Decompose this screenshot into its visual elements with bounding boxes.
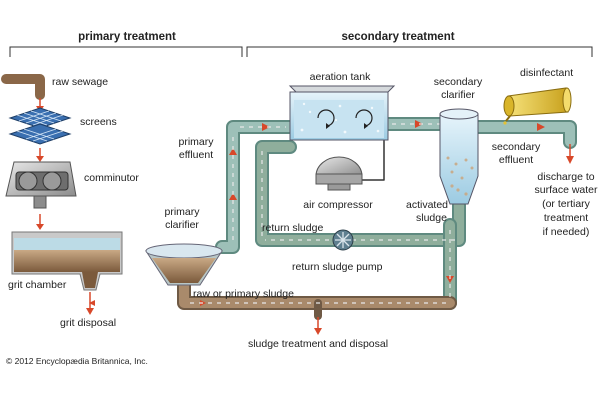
primary-treatment-header: primary treatment (78, 31, 176, 43)
disinfectant-label: disinfectant (520, 67, 573, 79)
discharge-label-line2: surface water (534, 184, 598, 196)
secondary-clarifier-label-line2: clarifier (441, 89, 475, 101)
sludge-treatment-label: sludge treatment and disposal (248, 338, 388, 350)
secondary-clarifier-label-line1: secondary (434, 76, 483, 88)
grit-disposal-label: grit disposal (60, 317, 116, 329)
activated-sludge-label-line2: sludge (416, 212, 447, 224)
air-compressor-unit (315, 156, 363, 191)
discharge-label-line5: if needed) (543, 226, 590, 238)
discharge-label-line1: discharge to (537, 171, 594, 183)
raw-primary-sludge-label: raw or primary sludge (193, 288, 294, 300)
screens-unit (8, 107, 72, 145)
primary-effluent-label-line2: effluent (179, 149, 213, 161)
discharge-label-line3: (or tertiary (542, 198, 591, 210)
raw-sewage-label: raw sewage (52, 76, 108, 88)
secondary-treatment-header: secondary treatment (341, 31, 454, 43)
aeration-tank-label: aeration tank (310, 71, 371, 83)
return-sludge-pump-label: return sludge pump (292, 261, 383, 273)
air-compressor-label: air compressor (303, 199, 373, 211)
return-sludge-label: return sludge (262, 222, 323, 234)
secondary-effluent-label-line2: effluent (499, 154, 533, 166)
secondary-effluent-label-line1: secondary (492, 141, 541, 153)
primary-clarifier-label-line2: clarifier (165, 219, 199, 231)
comminutor-label: comminutor (84, 172, 139, 184)
return-sludge-pump (332, 229, 354, 251)
secondary-clarifier-unit (439, 108, 479, 205)
aeration-tank-unit (288, 85, 396, 141)
dashed-flow-markers (190, 123, 455, 304)
primary-clarifier-unit (145, 243, 223, 286)
grit-chamber-label: grit chamber (8, 279, 67, 291)
copyright-notice: © 2012 Encyclopædia Britannica, Inc. (6, 356, 148, 366)
grit-chamber-unit (11, 231, 123, 291)
activated-sludge-label-line1: activated (406, 199, 448, 211)
screens-label: screens (80, 116, 117, 128)
primary-clarifier-label-line1: primary (164, 206, 200, 218)
secondary-treatment-bracket (246, 46, 593, 57)
comminutor-unit (5, 161, 77, 209)
disinfectant-tank (503, 87, 572, 125)
primary-effluent-label-line1: primary (178, 136, 214, 148)
primary-treatment-bracket (9, 46, 243, 57)
discharge-label-line4: treatment (544, 212, 588, 224)
